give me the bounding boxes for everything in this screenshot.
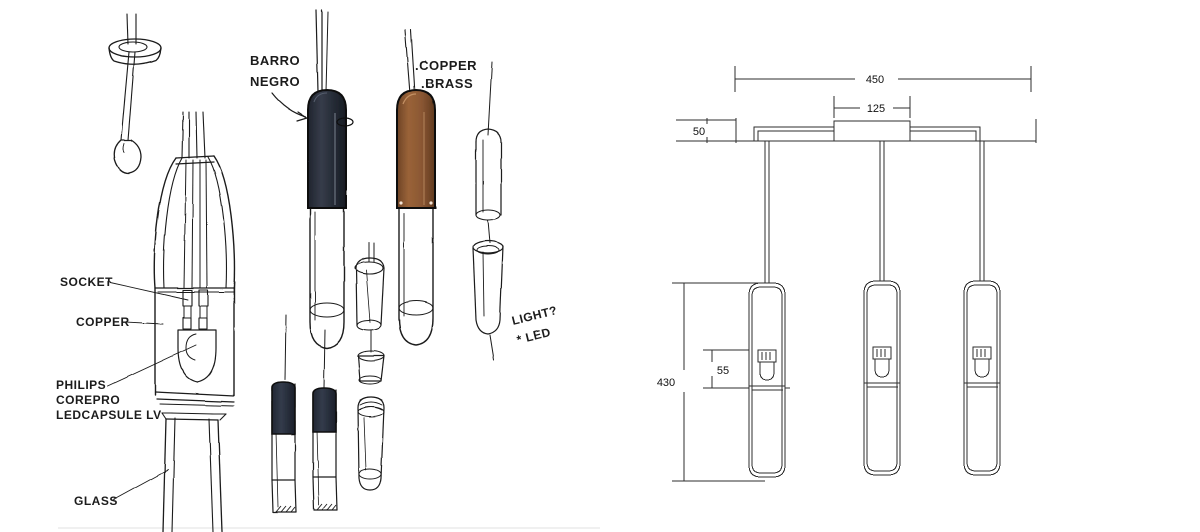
copper-brass-body	[396, 88, 436, 209]
barro-negro-body	[307, 88, 347, 209]
annotation-philips-2: COREPRO	[56, 393, 120, 407]
dim-drop-height	[672, 282, 765, 482]
barro-negro-clip-icon	[336, 117, 354, 127]
annotation-copperbrass-2: .BRASS	[421, 76, 473, 91]
technical-drawing-panel: 450 125 50 430 55	[600, 0, 1200, 532]
sketch-leader-lines	[107, 281, 197, 501]
technical-canvas: 450 125 50 430 55	[600, 0, 1200, 532]
annotation-philips-1: PHILIPS	[56, 378, 106, 392]
sketch-main-lamp-section	[153, 111, 236, 532]
sketch-pendant-barro-negro	[315, 9, 329, 93]
sketch-small-pendant-right	[312, 329, 338, 511]
dim-label-450: 450	[866, 74, 884, 86]
dimension-labels: 450 125 50 430 55	[657, 74, 885, 389]
dim-canopy-width	[833, 96, 911, 118]
barro-negro-arrow-icon	[271, 92, 307, 118]
annotation-philips-3: LEDCAPSULE LV	[56, 408, 162, 422]
sketch-plain-tubes	[472, 61, 504, 361]
small-pendant-left-body	[271, 381, 296, 435]
dim-label-50: 50	[693, 126, 705, 138]
sketch-paper	[0, 0, 600, 532]
drop-rods	[764, 141, 985, 290]
hand-sketch-panel: SOCKET COPPER PHILIPS COREPRO LEDCAPSULE…	[0, 0, 600, 532]
sketch-copper-glass-body	[398, 205, 434, 346]
annotation-glass: GLASS	[74, 494, 118, 508]
annotation-copperbrass-1: .COPPER	[415, 58, 477, 73]
pendant-3	[963, 280, 1001, 476]
pendant-1	[748, 282, 786, 478]
small-pendant-hatching	[275, 503, 337, 513]
small-pendant-right-body	[312, 387, 337, 433]
sketch-canvas: SOCKET COPPER PHILIPS COREPRO LEDCAPSULE…	[0, 0, 600, 532]
sketch-ring-cap-assembly	[108, 13, 162, 174]
canopy-box	[833, 120, 911, 142]
dim-overall-width	[734, 66, 1032, 92]
sketch-barro-glass-body	[309, 204, 345, 349]
sketch-exploded-components	[354, 242, 385, 491]
annotation-barro-2: NEGRO	[250, 74, 300, 89]
dim-label-55: 55	[717, 365, 729, 377]
sketch-filled-materials	[271, 88, 436, 513]
pendant-2	[863, 280, 901, 476]
annotation-barro-1: BARRO	[250, 53, 300, 68]
dim-label-125: 125	[867, 103, 885, 115]
annotation-copper: COPPER	[76, 315, 130, 329]
sketch-pendant-copper-cords	[404, 29, 416, 95]
annotation-socket: SOCKET	[60, 275, 113, 289]
dim-label-430: 430	[657, 377, 675, 389]
